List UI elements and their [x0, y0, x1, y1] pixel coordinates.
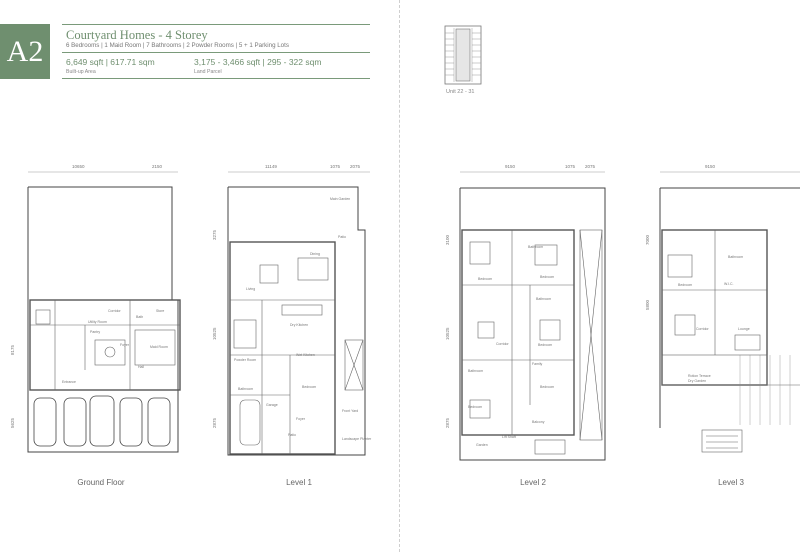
room-label: Dry Kitchen	[290, 323, 308, 327]
room-label: Pantry	[90, 330, 100, 334]
room-label: Bedroom	[468, 405, 482, 409]
dim-label: 10650	[72, 164, 85, 169]
room-label: Bathroom	[728, 255, 743, 259]
dim-label: 1075	[565, 164, 576, 169]
floor-label-level-1: Level 1	[286, 478, 312, 487]
dim-label: 2075	[585, 164, 596, 169]
dim-label: 11149	[265, 164, 277, 169]
room-label: Bedroom	[678, 283, 692, 287]
dim-label: 2075	[350, 164, 361, 169]
header-mid-rule	[62, 52, 370, 53]
room-label: Foyer	[120, 343, 130, 347]
room-label: Bathroom	[238, 387, 253, 391]
dim-label: 9150	[505, 164, 516, 169]
room-label: Bedroom	[540, 275, 554, 279]
page-fold-divider	[399, 0, 400, 552]
level-2-plan: 9150 1075 2075 3100 10525 2875 Bedroom B…	[445, 164, 606, 461]
floor-label-ground: Ground Floor	[77, 478, 125, 487]
dim-label: 8175	[10, 344, 15, 355]
room-label: Living	[246, 287, 255, 291]
key-plan-label: Unit 22 - 31	[446, 89, 475, 95]
dim-label: 3275	[212, 229, 217, 240]
room-label: Entrance	[62, 380, 76, 384]
room-label: Patio	[338, 235, 346, 239]
floor-label-level-2: Level 2	[520, 478, 546, 487]
dim-label: 1075	[330, 164, 341, 169]
room-label: Bathroom	[528, 245, 543, 249]
room-label: Maid Room	[150, 345, 168, 349]
level-1-plan: 11149 1075 2075 3275 10525 2875 Main Gar…	[212, 164, 372, 456]
room-label: Corridor	[496, 342, 509, 346]
level-3-plan: 9150 7000 5800 Bathroom Bedroom W.I.C. C…	[645, 164, 800, 453]
room-label: Store	[156, 309, 164, 313]
room-label: Front Yard	[342, 409, 358, 413]
room-label: Dining	[310, 252, 320, 256]
room-label: Hall	[138, 365, 144, 369]
room-label: Garden	[476, 443, 488, 447]
header-top-rule	[62, 24, 370, 25]
room-label: Main Garden	[330, 197, 350, 201]
room-label: Corridor	[108, 309, 121, 313]
builtup-area-value: 6,649 sqft | 617.71 sqm	[66, 57, 155, 67]
land-parcel-value: 3,175 - 3,466 sqft | 295 - 322 sqm	[194, 57, 322, 67]
dim-label: 10525	[445, 327, 450, 340]
dim-label: 10525	[212, 327, 217, 340]
room-label: Wet Kitchen	[296, 353, 315, 357]
room-label: Landscape Planter	[342, 437, 372, 441]
room-label: Bedroom	[540, 385, 554, 389]
room-label: Balcony	[532, 420, 545, 424]
plan-title: Courtyard Homes - 4 Storey	[66, 28, 208, 42]
room-label: Bathroom	[468, 369, 483, 373]
dim-label: 2875	[212, 417, 217, 428]
room-label: Family	[532, 362, 543, 366]
dim-label: 7000	[645, 234, 650, 245]
ground-floor-plan: 10650 2150 8175 5625 Corridor Foyer Pant…	[10, 164, 181, 453]
room-label: W.I.C.	[724, 282, 734, 286]
dim-label: 2150	[152, 164, 163, 169]
room-label: Bedroom	[478, 277, 492, 281]
plan-type-badge: A2	[0, 24, 50, 79]
header-bottom-rule	[62, 78, 370, 79]
room-label: Corridor	[696, 327, 709, 331]
room-label: Utility Room	[88, 320, 107, 324]
room-label: Bath	[136, 315, 143, 319]
room-label: Lift Shaft	[502, 435, 516, 439]
room-label: Bedroom	[302, 385, 316, 389]
room-label: Bathroom	[536, 297, 551, 301]
room-label: Bedroom	[538, 343, 552, 347]
dim-label: 9150	[705, 164, 716, 169]
land-parcel-label: Land Parcel	[194, 69, 222, 75]
room-specs: 6 Bedrooms | 1 Maid Room | 7 Bathrooms |…	[66, 42, 289, 49]
room-label: Patio	[288, 433, 296, 437]
dim-label: 5625	[10, 417, 15, 428]
room-label: Powder Room	[234, 358, 256, 362]
dim-label: 5800	[645, 299, 650, 310]
room-label: Lounge	[738, 327, 750, 331]
floor-label-level-3: Level 3	[718, 478, 744, 487]
dim-label: 2875	[445, 417, 450, 428]
room-label: Rotion Terrace	[688, 374, 711, 378]
room-label: Dry Garden	[688, 379, 706, 383]
dim-label: 3100	[445, 234, 450, 245]
builtup-area-label: Built-up Area	[66, 69, 96, 75]
key-plan-diagram	[444, 25, 482, 85]
room-label: Garage	[266, 403, 278, 407]
room-label: Foyer	[296, 417, 306, 421]
